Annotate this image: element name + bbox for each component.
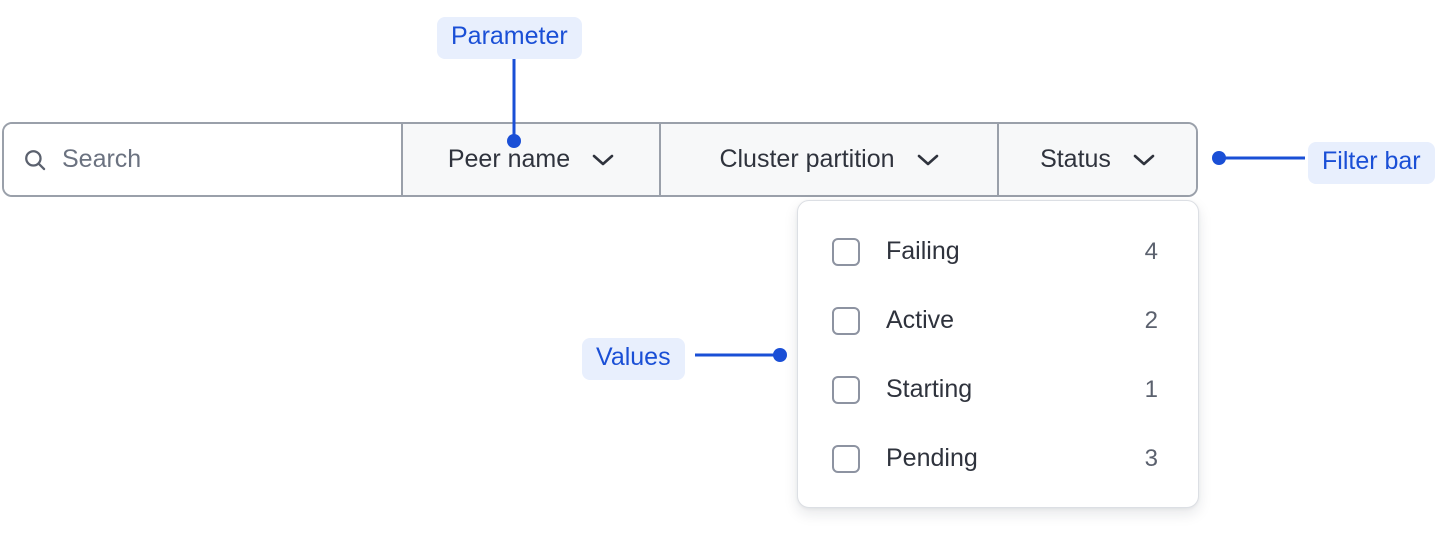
search-icon: [25, 149, 46, 170]
checkbox-failing[interactable]: [832, 237, 860, 266]
filter-dropdown-cluster-partition-label: Cluster partition: [719, 145, 895, 173]
filter-dropdown-peer-name-label: Peer name: [447, 145, 571, 173]
search-field[interactable]: [4, 124, 403, 195]
list-item-count: 3: [1144, 444, 1158, 472]
list-item-count: 2: [1144, 306, 1158, 334]
checkbox-pending[interactable]: [832, 444, 860, 473]
callout-dot-values: [773, 348, 787, 362]
list-item-label: Starting: [886, 375, 973, 403]
filter-bar: Peer name Cluster partition Status: [2, 122, 1198, 197]
list-item-count: 4: [1144, 237, 1158, 265]
chevron-down-icon: [1133, 154, 1155, 165]
list-item-label: Failing: [886, 237, 960, 265]
list-item[interactable]: Failing 4: [798, 217, 1198, 286]
list-item-label: Active: [886, 306, 955, 334]
filter-dropdown-peer-name[interactable]: Peer name: [403, 124, 661, 195]
list-item[interactable]: Starting 1: [798, 355, 1198, 424]
chevron-down-icon: [917, 154, 938, 165]
checkbox-active[interactable]: [832, 306, 860, 335]
list-item[interactable]: Active 2: [798, 286, 1198, 355]
annotation-badge-filter-bar: Filter bar: [1308, 142, 1435, 184]
list-item[interactable]: Pending 3: [798, 424, 1198, 493]
filter-dropdown-status[interactable]: Status: [999, 124, 1196, 195]
list-item-label: Pending: [886, 444, 978, 472]
checkbox-starting[interactable]: [832, 375, 860, 404]
status-dropdown-panel: Failing 4 Active 2 Starting 1 Pending 3: [797, 200, 1199, 508]
annotation-badge-parameter: Parameter: [437, 17, 582, 59]
list-item-count: 1: [1144, 375, 1158, 403]
filter-dropdown-status-label: Status: [1040, 145, 1111, 173]
chevron-down-icon: [592, 154, 614, 165]
annotation-badge-values: Values: [582, 338, 685, 380]
filter-dropdown-cluster-partition[interactable]: Cluster partition: [661, 124, 999, 195]
search-input[interactable]: [62, 124, 383, 195]
callout-dot-filter-bar: [1212, 151, 1226, 165]
